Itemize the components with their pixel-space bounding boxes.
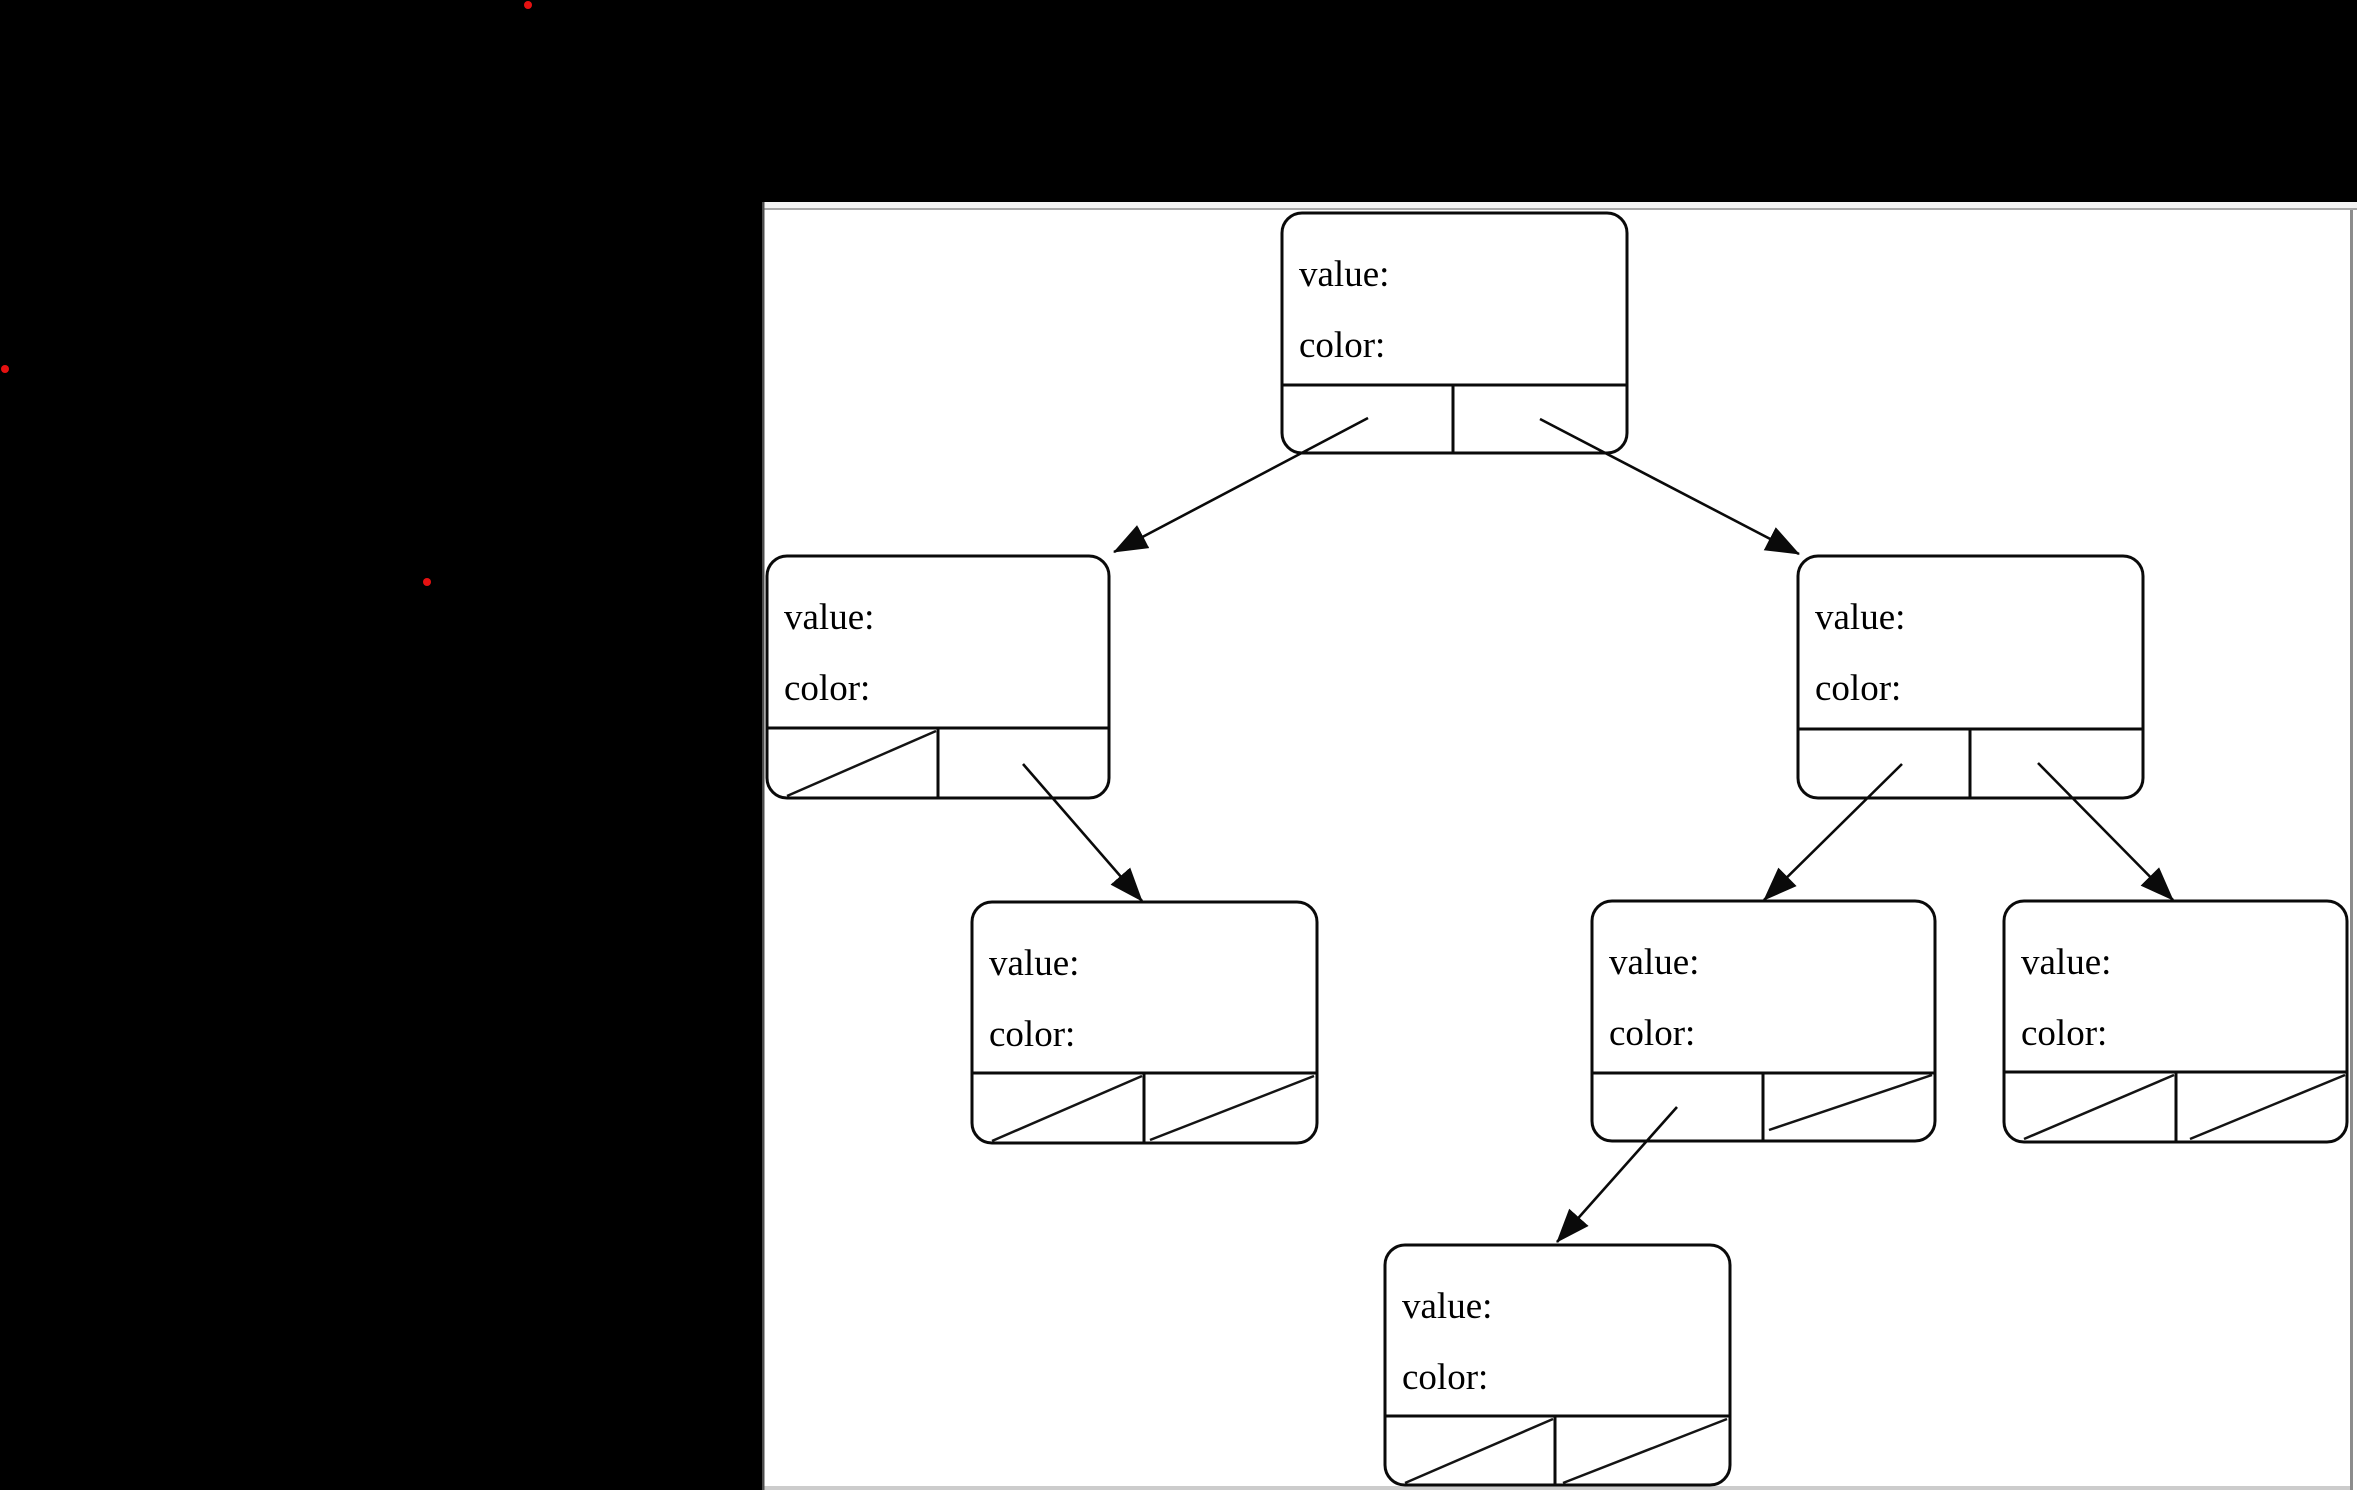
node-value-label: value: [784, 597, 874, 638]
node-value-label: value: [1609, 942, 1699, 983]
panel-top-strip [764, 202, 2357, 208]
node-color-label: color: [1609, 1013, 1695, 1054]
node-color-label: color: [1402, 1357, 1488, 1398]
node-value-label: value: [989, 943, 1079, 984]
null-slash-left [786, 729, 937, 798]
null-slash-right [2189, 1073, 2346, 1141]
arrow-root-to-left [1113, 416, 1369, 554]
panel-right-line [2350, 210, 2353, 1490]
tree-node-root: value: color: [1280, 211, 1629, 455]
arrow-right-to-right-left [1763, 763, 1903, 901]
tree-node-right-left-left: value: color: [1383, 1243, 1732, 1487]
node-color-label: color: [1299, 325, 1385, 366]
node-value-label: value: [2021, 942, 2111, 983]
arrow-left-to-left-right [1022, 763, 1143, 902]
tree-node-right-left: value: color: [1590, 899, 1937, 1143]
tree-node-left-right: value: color: [970, 900, 1319, 1145]
null-slash-left [2023, 1073, 2175, 1141]
node-color-label: color: [1815, 668, 1901, 709]
node-color-label: color: [2021, 1013, 2107, 1054]
node-color-label: color: [989, 1014, 1075, 1055]
pointer-arrows [1022, 416, 2174, 1243]
tree-node-left: value: color: [765, 554, 1111, 800]
red-dot-3 [423, 578, 431, 586]
null-slash-right [1149, 1074, 1315, 1142]
null-slash-left [991, 1074, 1143, 1143]
red-dot-1 [524, 1, 532, 9]
tree-node-right-right: value: color: [2002, 899, 2349, 1144]
null-slash-right [1768, 1073, 1933, 1132]
tree-node-right: value: color: [1796, 554, 2145, 800]
arrow-right-to-right-right [2037, 762, 2174, 901]
arrow-root-to-right [1539, 417, 1800, 556]
annotation-dots [1, 1, 532, 586]
tree-diagram: value: color: value: color: value: color… [765, 211, 2349, 1487]
panel-top-line [764, 208, 2357, 210]
panel-left-border [762, 202, 765, 1490]
panel-bottom-strip [764, 1486, 2350, 1490]
node-value-label: value: [1815, 597, 1905, 638]
node-value-label: value: [1299, 254, 1389, 295]
arrow-right-left-to-right-left-left [1556, 1106, 1678, 1243]
node-value-label: value: [1402, 1286, 1492, 1327]
node-box [1383, 1243, 1732, 1487]
node-color-label: color: [784, 668, 870, 709]
red-dot-2 [1, 365, 9, 373]
null-slash-right [1562, 1417, 1728, 1485]
null-slash-left [1404, 1417, 1554, 1485]
